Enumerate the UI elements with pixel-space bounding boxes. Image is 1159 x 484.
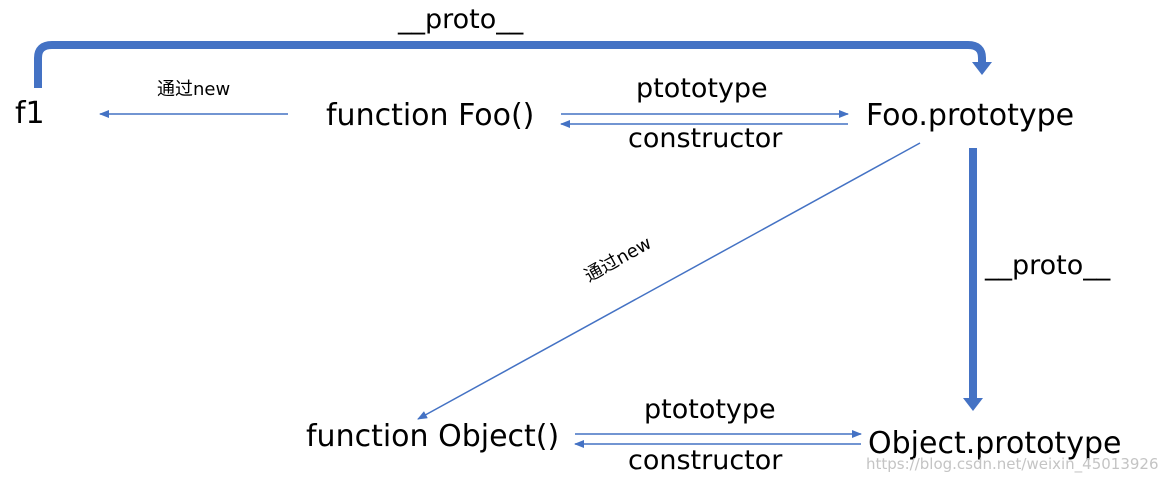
top-proto-arrowhead — [972, 62, 992, 75]
object-prototype-node: Object.prototype — [868, 426, 1122, 461]
function-object-node: function Object() — [306, 419, 560, 454]
right-proto-label: __proto__ — [985, 250, 1111, 281]
foo-prototype-label: ptototype — [636, 73, 768, 104]
top-proto-arrow — [34, 41, 986, 88]
top-proto-label: __proto__ — [398, 4, 524, 35]
right-proto-arrowhead — [963, 398, 983, 411]
foo-prototype-node: Foo.prototype — [866, 98, 1075, 133]
new-arrow-diagonal — [417, 142, 921, 420]
function-foo-node: function Foo() — [326, 98, 535, 133]
foo-constructor-label: constructor — [628, 123, 783, 154]
object-prototype-label: ptototype — [644, 394, 776, 425]
f1-node: f1 — [15, 96, 45, 131]
object-constructor-label: constructor — [628, 445, 783, 476]
new-label-top: 通过new — [157, 79, 231, 100]
watermark-text: https://blog.csdn.net/weixin_45013926 — [866, 455, 1159, 473]
